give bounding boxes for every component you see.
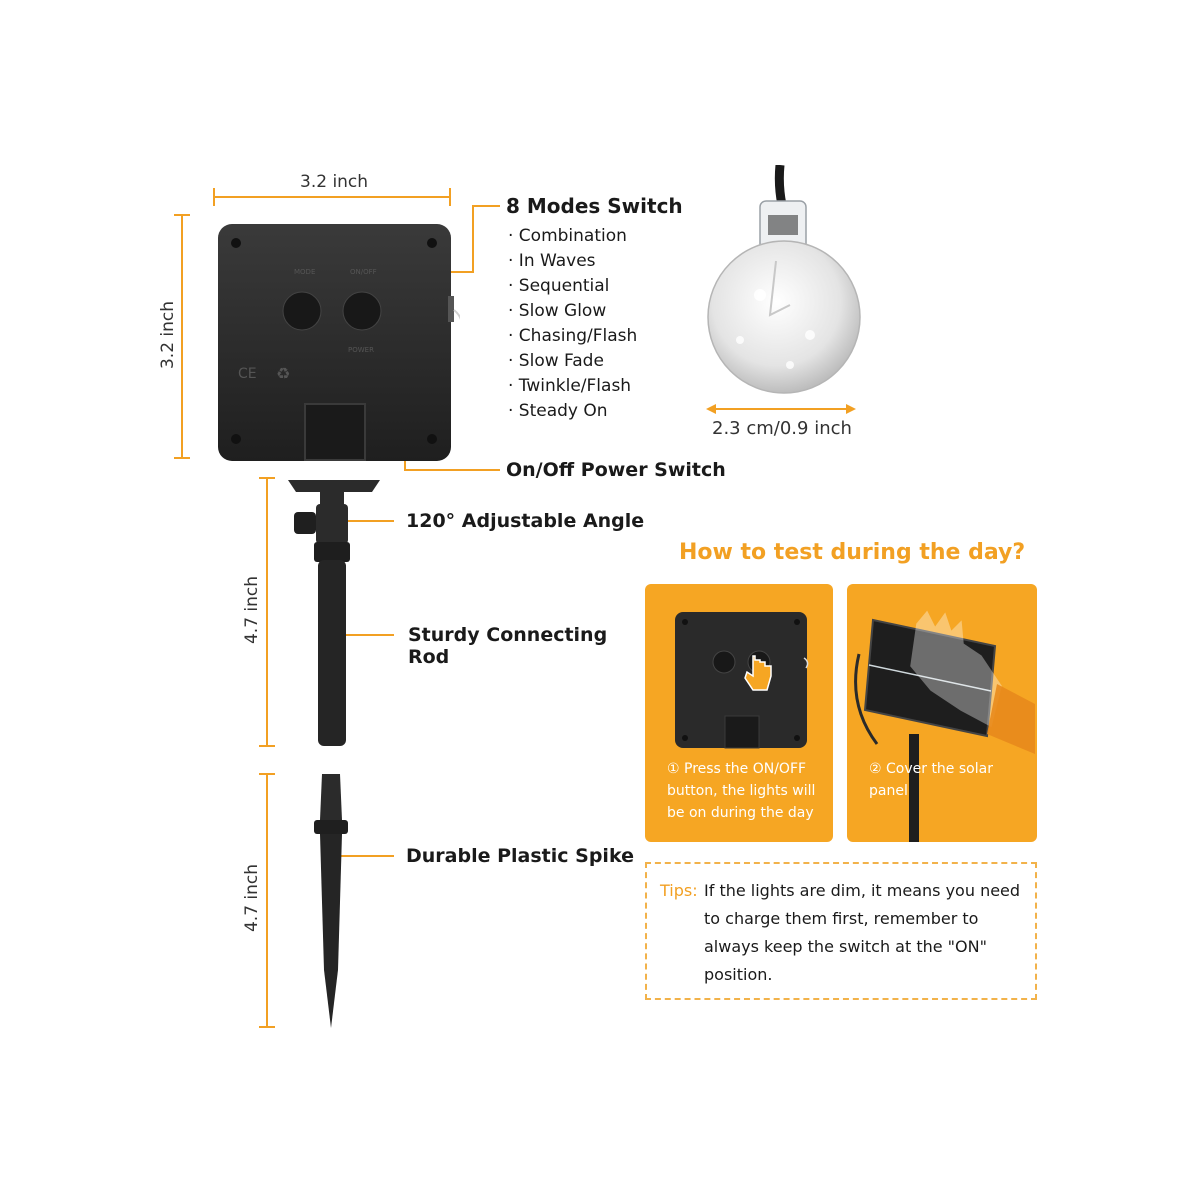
step2-text: ② Cover the solar panel [869,758,1029,802]
power-marking: POWER [348,346,374,354]
mode-item: · Slow Fade [508,351,604,371]
tips-key: Tips: [660,881,698,900]
step1-line: ① Press the ON/OFF [667,761,807,777]
angle-label: 120° Adjustable Angle [406,510,645,532]
rod-label-line1: Sturdy Connecting [408,624,608,646]
tips-line: If the lights are dim, it means you need [704,881,1021,900]
box-height-label: 3.2 inch [158,300,178,370]
step2-illustration [854,610,1035,842]
step2-line: ② Cover the solar [869,761,993,777]
modes-list: · Combination · In Waves · Sequential · … [508,224,637,424]
rod-illustration [288,480,380,746]
mode-item: · Steady On [508,401,608,421]
rod-label-line2: Rod [408,646,450,668]
rod-label: Sturdy Connecting Rod [408,624,607,668]
howto-title: How to test during the day? [679,540,1026,565]
step1-line: button, the lights will [667,783,816,799]
tips-line: position. [704,965,773,984]
control-box-illustration [218,224,460,461]
mode-item: · Twinkle/Flash [508,376,632,396]
tips-line: always keep the switch at the "ON" [704,937,987,956]
ce-marking: CE [238,366,257,382]
mode-item: · Combination [508,226,627,246]
onoff-marking: ON/OFF [350,268,377,276]
bulb-illustration [707,165,861,394]
tips-box: Tips: If the lights are dim, it means yo… [645,862,1037,1000]
tips-body: If the lights are dim, it means you need… [704,877,1020,989]
mode-item: · In Waves [508,251,596,271]
spike-illustration [314,774,348,1028]
mode-item: · Chasing/Flash [508,326,638,346]
step1-line: be on during the day [667,805,814,821]
modes-title: 8 Modes Switch [506,194,683,218]
step1-illustration [675,612,809,749]
mode-marking: MODE [294,268,316,276]
power-switch-label: On/Off Power Switch [506,459,726,481]
recycle-icon: ♻ [276,364,291,383]
spike-height-label: 4.7 inch [242,863,262,933]
bulb-width-label: 2.3 cm/0.9 inch [712,418,852,439]
mode-item: · Sequential [508,276,610,296]
howto-step1-panel: ① Press the ON/OFF button, the lights wi… [645,584,833,842]
tips-line: to charge them first, remember to [704,909,979,928]
mode-item: · Slow Glow [508,301,607,321]
rod-height-label: 4.7 inch [242,575,262,645]
box-width-label: 3.2 inch [300,172,369,192]
spike-label: Durable Plastic Spike [406,845,634,867]
step1-text: ① Press the ON/OFF button, the lights wi… [667,758,827,824]
step2-line: panel [869,783,908,799]
howto-step2-panel: ② Cover the solar panel [847,584,1037,842]
